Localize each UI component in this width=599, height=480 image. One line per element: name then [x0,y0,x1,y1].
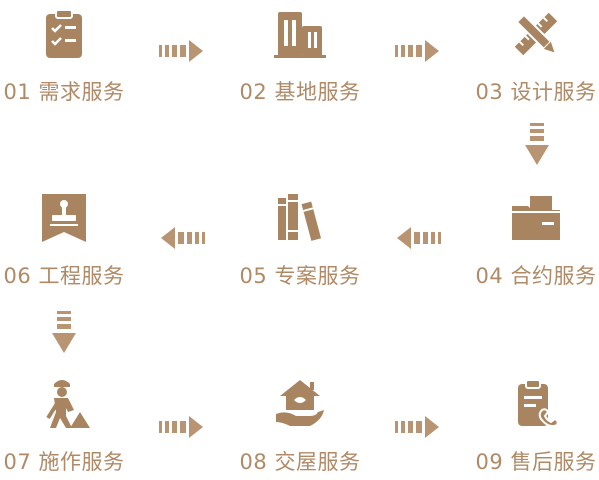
step-05: 05 专案服务 [220,190,380,290]
folder-document-icon [512,196,560,240]
arrow-right-icon [395,40,439,62]
step-label: 06 工程服务 [3,264,125,288]
step-03: 03 设计服务 [456,6,599,106]
step-label: 03 设计服务 [475,80,597,104]
stamp-icon [42,194,86,242]
ruler-pencil-icon [514,12,558,56]
arrow-left-icon [397,227,441,249]
phone-clipboard-icon [518,379,559,428]
arrow-right-icon [159,416,203,438]
step-07: 07 施作服务 [0,376,144,476]
books-icon [278,194,322,241]
step-label: 05 专案服务 [239,264,361,288]
arrow-right-icon [395,416,439,438]
arrow-right-icon [159,40,203,62]
step-08: 08 交屋服务 [220,376,380,476]
step-label: 04 合约服务 [475,264,597,288]
arrow-left-icon [161,227,205,249]
construction-worker-icon [46,380,90,428]
step-label: 09 售后服务 [475,450,597,474]
clipboard-checklist-icon [46,9,82,58]
arrow-down-icon [52,311,76,353]
step-06: 06 工程服务 [0,190,144,290]
step-09: 09 售后服务 [456,376,599,476]
step-label: 08 交屋服务 [239,450,361,474]
step-02: 02 基地服务 [220,6,380,106]
step-label: 01 需求服务 [3,80,125,104]
house-hand-icon [276,380,324,426]
step-04: 04 合约服务 [456,190,599,290]
buildings-icon [274,12,326,58]
step-label: 07 施作服务 [3,450,125,474]
arrow-down-icon [525,123,549,165]
step-01: 01 需求服务 [0,6,144,106]
step-label: 02 基地服务 [239,80,361,104]
